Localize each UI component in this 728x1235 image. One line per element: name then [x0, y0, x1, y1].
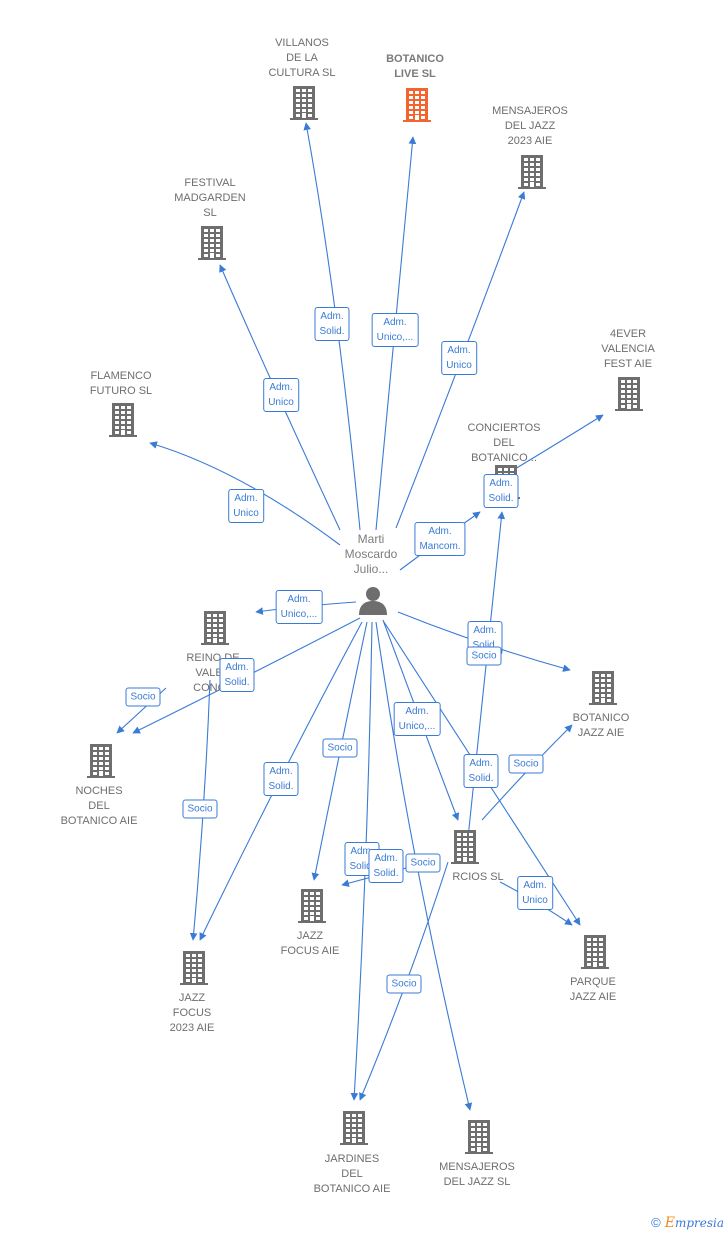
relation-label[interactable]: Adm. Solid. — [368, 849, 404, 883]
building-icon[interactable] — [518, 155, 546, 194]
company-node-socios[interactable]: RCIOS SL — [452, 870, 503, 885]
relation-label[interactable]: Socio — [405, 853, 441, 873]
company-name: JARDINES DEL BOTANICO AIE — [313, 1153, 391, 1195]
company-node-noches[interactable]: NOCHES DEL BOTANICO AIE — [61, 784, 138, 829]
building-icon[interactable] — [290, 86, 318, 125]
relation-edge — [149, 441, 341, 546]
company-node-4ever[interactable]: 4EVER VALENCIA FEST AIE — [601, 327, 655, 372]
building-icon[interactable] — [615, 377, 643, 416]
building-icon[interactable] — [465, 1120, 493, 1159]
company-node-mensajeros-2023[interactable]: MENSAJEROS DEL JAZZ 2023 AIE — [492, 104, 568, 149]
footer-brand: ©Empresia — [651, 1215, 724, 1231]
building-icon[interactable] — [298, 889, 326, 928]
relation-label[interactable]: Adm. Unico,... — [371, 313, 419, 347]
relation-label[interactable]: Adm. Solid. — [463, 754, 499, 788]
person-node[interactable]: Marti Moscardo Julio... — [345, 532, 398, 577]
company-name: FLAMENCO FUTURO SL — [89, 370, 153, 397]
company-name: MENSAJEROS DEL JAZZ SL — [439, 1161, 515, 1188]
company-name: RCIOS SL — [452, 871, 504, 883]
relation-label[interactable]: Adm. Solid. — [263, 762, 299, 796]
relation-label[interactable]: Adm. Solid. — [314, 307, 350, 341]
relation-label[interactable]: Adm. Unico — [441, 341, 477, 375]
company-name: MENSAJEROS DEL JAZZ 2023 AIE — [492, 105, 568, 147]
company-node-villanos[interactable]: VILLANOS DE LA CULTURA SL — [268, 36, 335, 81]
company-name: PARQUE JAZZ AIE — [569, 976, 617, 1003]
relation-label[interactable]: Adm. Solid. — [483, 474, 519, 508]
company-node-jazz-focus[interactable]: JAZZ FOCUS AIE — [281, 929, 340, 959]
company-name: 4EVER VALENCIA FEST AIE — [601, 328, 655, 370]
relation-label[interactable]: Socio — [466, 646, 502, 666]
building-icon[interactable] — [198, 226, 226, 265]
company-name: JAZZ FOCUS 2023 AIE — [169, 992, 215, 1034]
relation-edge — [467, 511, 506, 839]
company-node-botanico-jazz[interactable]: BOTANICO JAZZ AIE — [573, 711, 630, 741]
company-name: JAZZ FOCUS AIE — [280, 930, 340, 957]
person-name: Marti Moscardo Julio... — [344, 532, 398, 576]
company-name: BOTANICO JAZZ AIE — [572, 712, 630, 739]
brand-initial: E — [664, 1215, 675, 1231]
company-node-flamenco[interactable]: FLAMENCO FUTURO SL — [90, 369, 152, 399]
building-icon[interactable] — [403, 88, 431, 127]
relation-label[interactable]: Adm. Unico,... — [275, 590, 323, 624]
building-icon[interactable] — [581, 935, 609, 974]
company-name: FESTIVAL MADGARDEN SL — [174, 177, 246, 219]
company-node-mensajeros-sl[interactable]: MENSAJEROS DEL JAZZ SL — [439, 1160, 515, 1190]
building-icon[interactable] — [109, 403, 137, 442]
brand-name: mpresia — [674, 1216, 724, 1230]
building-icon[interactable] — [340, 1111, 368, 1150]
building-icon[interactable] — [201, 611, 229, 650]
relation-label[interactable]: Socio — [386, 974, 422, 994]
relation-label[interactable]: Socio — [125, 687, 161, 707]
relation-edge — [116, 687, 167, 734]
relation-label[interactable]: Adm. Mancom. — [414, 522, 466, 556]
building-icon[interactable] — [589, 671, 617, 710]
company-node-festival[interactable]: FESTIVAL MADGARDEN SL — [174, 176, 246, 221]
company-node-conciertos[interactable]: CONCIERTOS DEL BOTANICO... — [468, 421, 541, 466]
copyright-icon: © — [651, 1215, 661, 1230]
relation-label[interactable]: Adm. Unico,... — [393, 702, 441, 736]
relation-label[interactable]: Socio — [508, 754, 544, 774]
building-icon[interactable] — [451, 830, 479, 869]
relation-label[interactable]: Adm. Unico — [228, 489, 264, 523]
relation-label[interactable]: Adm. Unico — [263, 378, 299, 412]
relation-label[interactable]: Socio — [182, 799, 218, 819]
building-icon[interactable] — [87, 744, 115, 783]
company-node-parque[interactable]: PARQUE JAZZ AIE — [570, 975, 616, 1005]
company-name: NOCHES DEL BOTANICO AIE — [60, 785, 138, 827]
relation-label[interactable]: Adm. Solid. — [219, 658, 255, 692]
building-icon[interactable] — [180, 951, 208, 990]
company-node-jardines[interactable]: JARDINES DEL BOTANICO AIE — [314, 1152, 391, 1197]
company-name: CONCIERTOS DEL BOTANICO... — [467, 422, 541, 464]
company-node-botanico-live[interactable]: BOTANICO LIVE SL — [386, 52, 444, 82]
person-icon[interactable] — [358, 585, 388, 620]
company-name: BOTANICO LIVE SL — [386, 53, 444, 80]
relation-label[interactable]: Adm. Unico — [517, 876, 553, 910]
company-name: VILLANOS DE LA CULTURA SL — [268, 37, 336, 79]
relation-label[interactable]: Socio — [322, 738, 358, 758]
company-node-jazz-focus-2023[interactable]: JAZZ FOCUS 2023 AIE — [170, 991, 215, 1036]
